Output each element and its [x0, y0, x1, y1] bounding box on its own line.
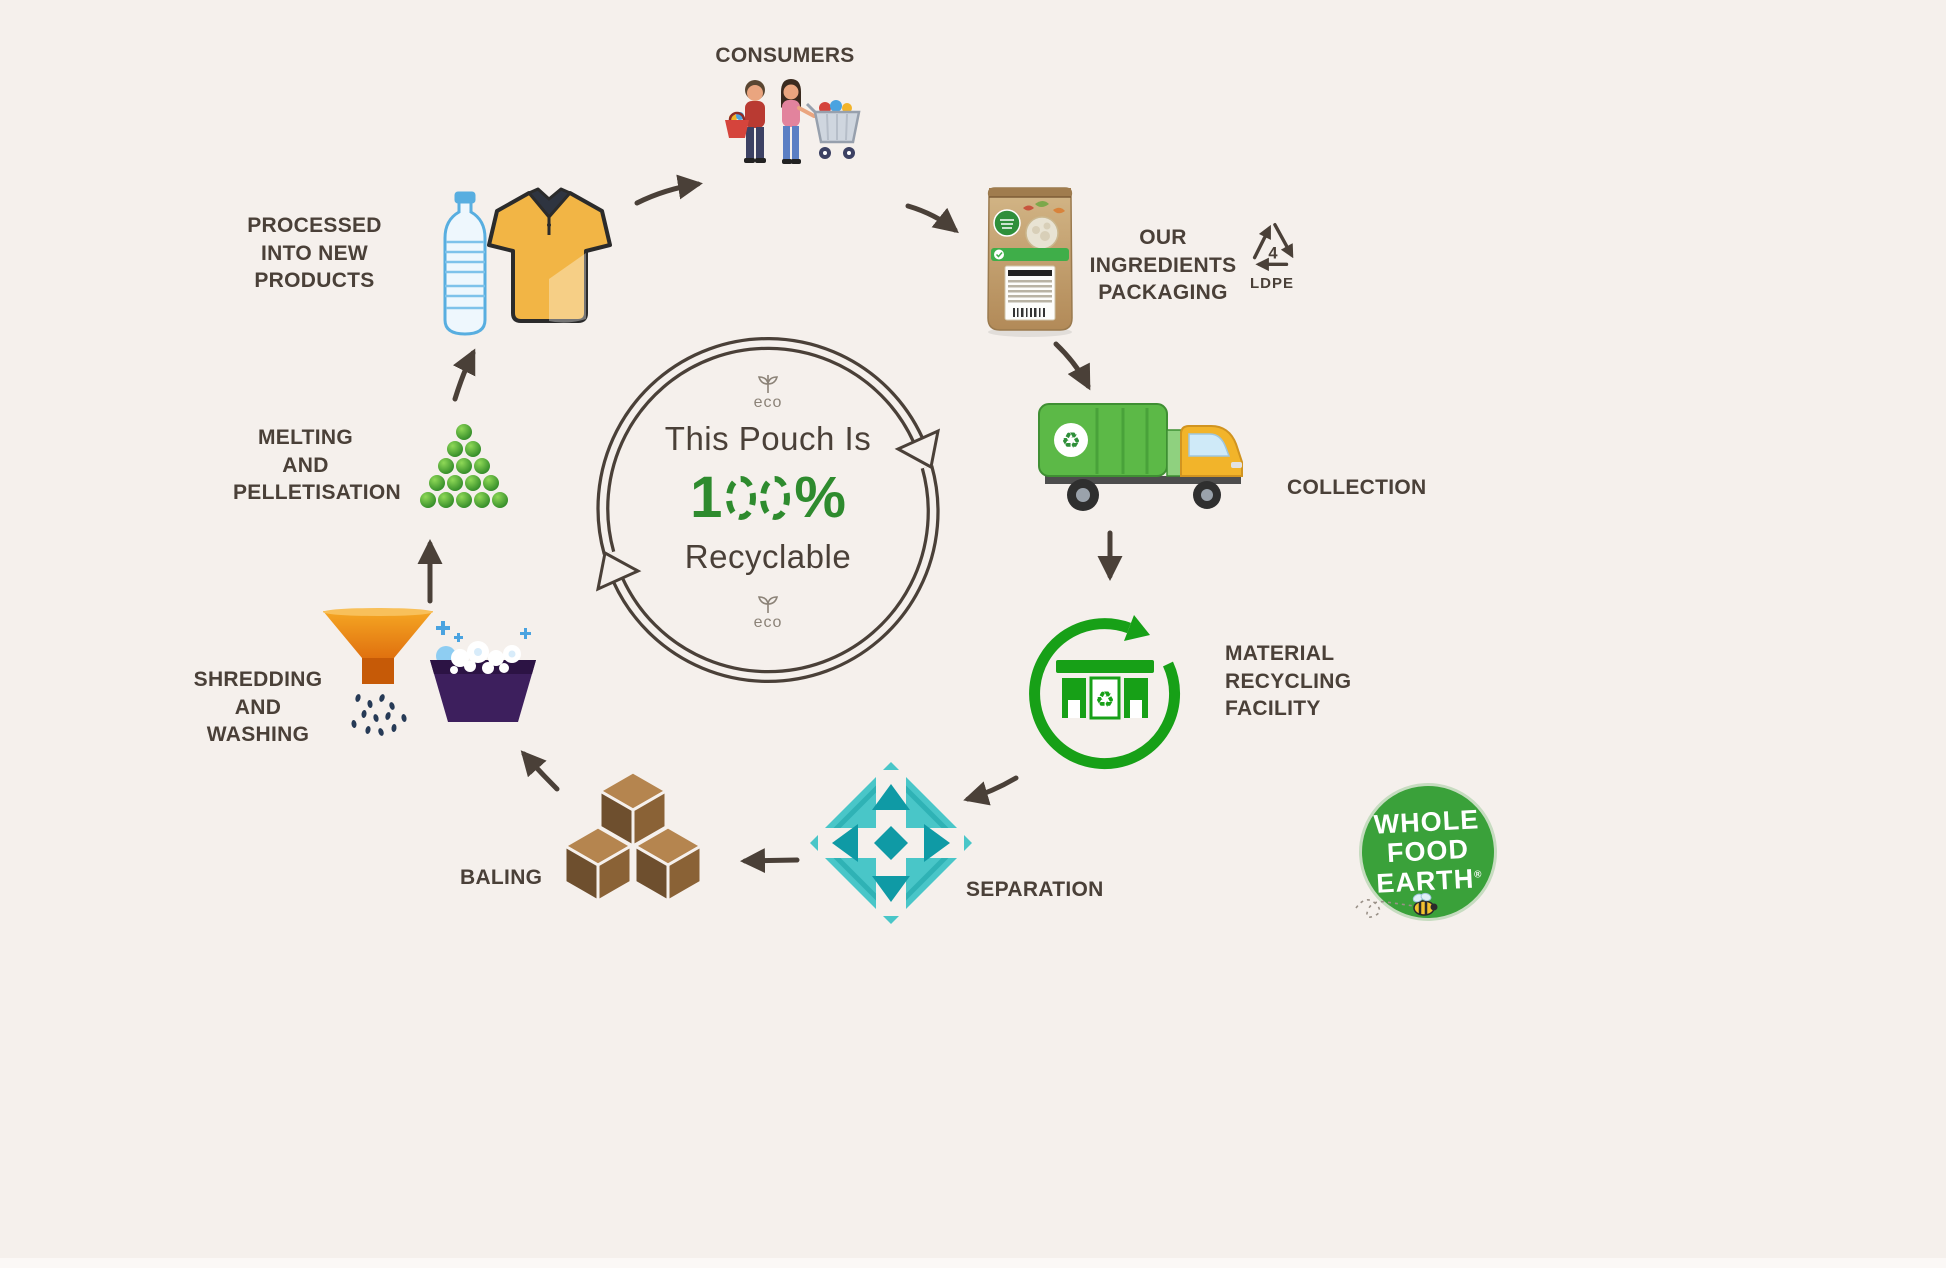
- label-consumers: CONSUMERS: [715, 44, 855, 67]
- arrow-consumers-to-packaging: [905, 203, 959, 234]
- percent-100: 1 %: [608, 468, 928, 528]
- label-packaging: OUR INGREDIENTS PACKAGING: [1089, 226, 1237, 305]
- eco-word-bottom: eco: [753, 614, 783, 631]
- percent-zero-digit: [760, 476, 791, 520]
- center-claim-line3: Recyclable: [684, 538, 852, 575]
- label-shredding: SHREDDING AND WASHING: [193, 668, 323, 747]
- tshirt-icon: [487, 183, 612, 333]
- cycle-arrowhead-right: [894, 428, 941, 470]
- center-claim-line1: This Pouch Is: [664, 420, 872, 457]
- eco-word-top: eco: [753, 394, 783, 411]
- label-separation: SEPARATION: [966, 878, 1104, 901]
- label-new-products: PROCESSED INTO NEW PRODUCTS: [247, 214, 382, 293]
- bottom-strip: [0, 1258, 1946, 1268]
- eco-mark-bottom: eco: [736, 594, 800, 632]
- pellet-pyramid-icon: [414, 418, 514, 518]
- arrow-separation-to-baling: [740, 848, 800, 874]
- registered-mark: ®: [1473, 868, 1483, 881]
- label-melting: MELTING AND PELLETISATION: [233, 426, 402, 505]
- truck-recycle-icon: ♻: [1061, 429, 1081, 454]
- water-bottle-icon: [430, 190, 500, 338]
- arrow-baling-to-shredding: [520, 750, 560, 792]
- eco-mark-top: eco: [736, 374, 800, 412]
- arrow-melting-to-newproducts: [452, 348, 476, 402]
- bee-icon: [1352, 886, 1442, 922]
- label-collection: COLLECTION: [1287, 476, 1427, 499]
- percent-zero-digit: [726, 476, 757, 520]
- shoppers-with-cart-icon: [715, 70, 885, 200]
- arrow-mrf-to-separation: [963, 775, 1019, 806]
- eco-leaf-icon: [757, 596, 779, 613]
- arrow-packaging-to-collection: [1053, 341, 1091, 391]
- arrow-newproducts-to-consumers: [634, 174, 703, 206]
- kraft-pouch-icon: [975, 178, 1085, 338]
- funnel-shredder-icon: [318, 606, 438, 741]
- mrf-recycle-icon: ♻: [1095, 688, 1115, 713]
- wash-basin-icon: [424, 618, 542, 730]
- label-mrf: MATERIAL RECYCLING FACILITY: [1225, 642, 1352, 721]
- ldpe-code: LDPE: [1249, 275, 1294, 292]
- cycle-arrowhead-left: [595, 550, 642, 592]
- center-claim: This Pouch Is 1 % Recyclable: [608, 420, 928, 576]
- recycling-facility-icon: ♻: [1020, 606, 1190, 776]
- center-cycle-ring: [595, 336, 941, 684]
- percent-sign: %: [794, 465, 846, 530]
- percent-digit-one: 1: [690, 465, 723, 530]
- label-baling: BALING: [460, 866, 543, 889]
- bale-cubes-icon: [548, 763, 718, 913]
- ldpe-recycling-triangle-icon: 4 LDPE: [1243, 216, 1301, 292]
- eco-leaf-icon: [757, 375, 779, 393]
- ldpe-number: 4: [1268, 245, 1278, 263]
- separation-arrows-icon: [806, 758, 976, 928]
- garbage-truck-icon: ♻: [1035, 396, 1250, 521]
